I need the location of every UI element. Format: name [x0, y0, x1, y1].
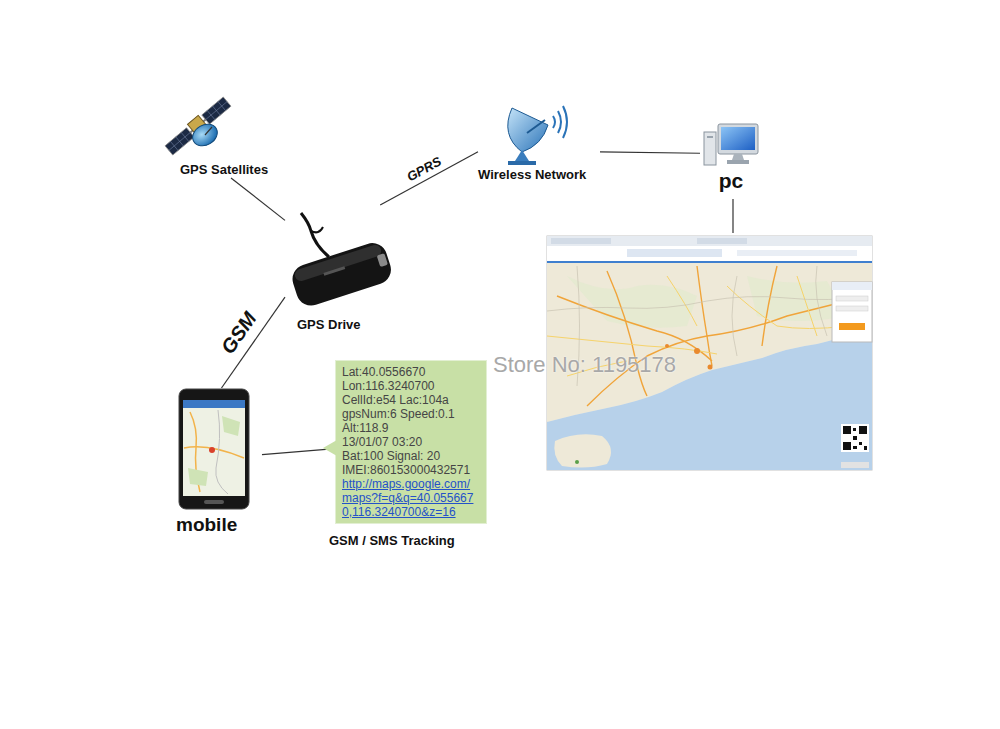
tracker-node: GPS Drive	[285, 205, 397, 333]
sms-bubble: Lat:40.0556670Lon:116.3240700CellId:e54 …	[335, 360, 487, 524]
connector-line	[600, 152, 700, 153]
connector-line	[262, 449, 335, 455]
connection-label: GSM	[217, 308, 262, 359]
watermark: Store No: 1195178	[493, 352, 676, 378]
pc-node: pc	[700, 122, 762, 193]
satellite-node: GPS Satellites	[150, 90, 285, 178]
connector-line	[231, 178, 285, 220]
sms-line: CellId:e54 Lac:104a	[342, 393, 480, 407]
phone-icon	[178, 388, 262, 510]
dev-icon	[285, 205, 397, 317]
leader-line	[732, 199, 733, 233]
mobile-node: mobile	[172, 388, 262, 536]
sms-caption: GSM / SMS Tracking	[329, 533, 455, 549]
node-label: pc	[700, 168, 762, 193]
node-label: GPS Drive	[297, 317, 397, 333]
sat-icon	[158, 90, 285, 162]
bubble-pointer	[323, 440, 337, 456]
sms-line: 13/01/07 03:20	[342, 435, 480, 449]
node-label: GPS Satellites	[180, 162, 285, 178]
sms-line: Lat:40.0556670	[342, 365, 480, 379]
sms-line: Lon:116.3240700	[342, 379, 480, 393]
sms-line: IMEI:860153000432571	[342, 463, 480, 477]
connection-label: GPRS	[404, 153, 444, 184]
pc-icon	[702, 122, 762, 168]
network-node: Wireless Network	[478, 105, 600, 183]
map-link: http://maps.google.com/maps?f=q&q=40.055…	[342, 477, 480, 519]
node-label: mobile	[176, 514, 262, 536]
sms-line: Bat:100 Signal: 20	[342, 449, 480, 463]
node-label: Wireless Network	[478, 167, 600, 183]
sms-line: Alt:118.9	[342, 421, 480, 435]
connector-line	[380, 152, 478, 205]
dish-icon	[500, 105, 600, 167]
sms-line: gpsNum:6 Speed:0.1	[342, 407, 480, 421]
